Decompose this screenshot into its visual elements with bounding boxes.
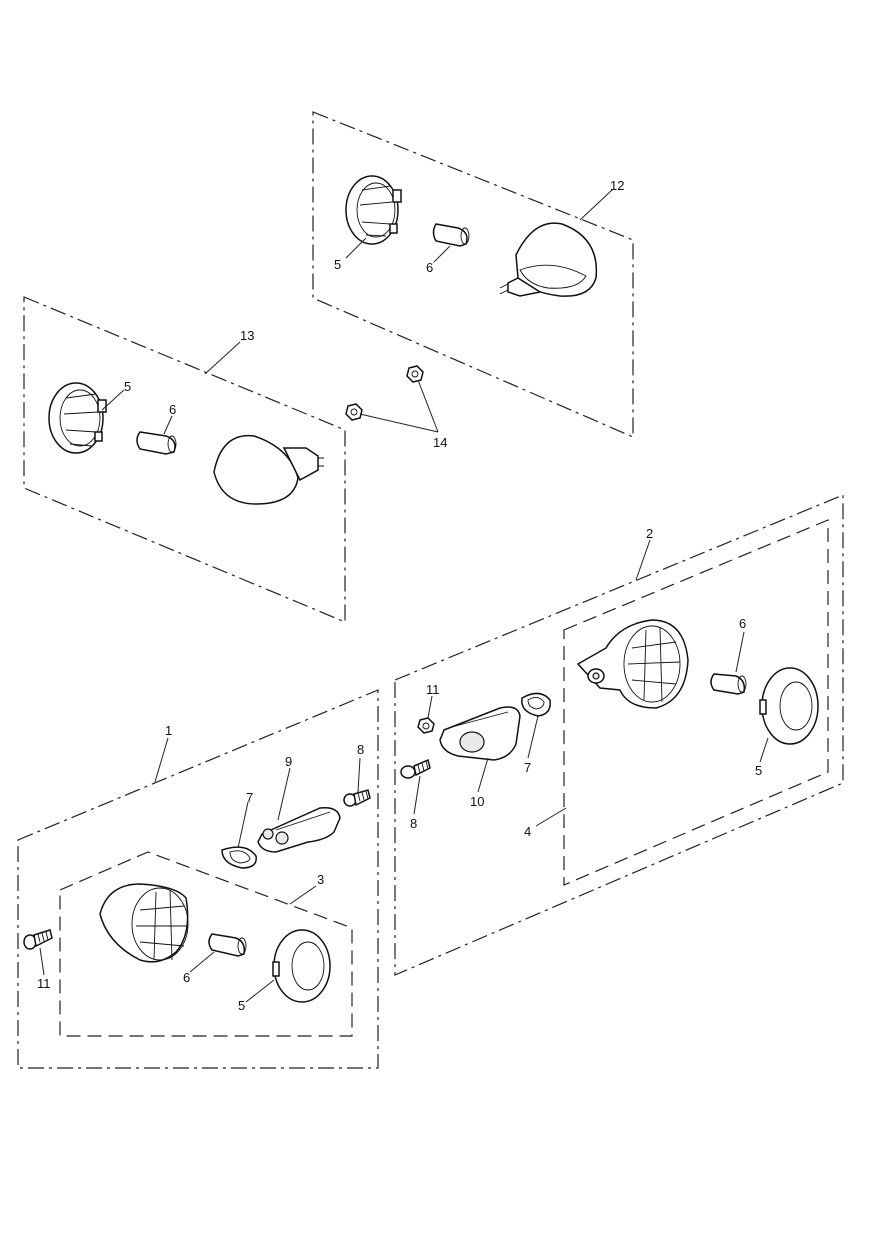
callout-2: 2 (646, 526, 653, 541)
callout-13: 13 (240, 328, 254, 343)
frame-assembly-3 (59, 851, 353, 1037)
callout-12: 12 (610, 178, 624, 193)
callout-9: 9 (285, 754, 292, 769)
callout-5: 5 (334, 257, 341, 272)
nut-icon (417, 717, 435, 734)
assembly-4-parts (576, 619, 819, 745)
lens-rim-icon (48, 382, 107, 454)
callout-5: 5 (124, 379, 131, 394)
nut-icon (345, 403, 363, 421)
screw-icon (400, 758, 431, 779)
callout-14: 14 (433, 435, 447, 450)
callout-11: 11 (426, 682, 440, 697)
callout-6: 6 (183, 970, 190, 985)
callout-4: 4 (524, 824, 531, 839)
lens-rim-icon (345, 175, 402, 245)
indicator-housing-icon (213, 434, 324, 505)
indicator-housing-icon (499, 222, 598, 297)
bracket-icon (439, 706, 521, 761)
indicator-housing-icon (99, 883, 189, 963)
callout-7: 7 (246, 790, 253, 805)
nut-icon (406, 365, 424, 383)
callout-7: 7 (524, 760, 531, 775)
callout-5: 5 (238, 998, 245, 1013)
callout-3: 3 (317, 872, 324, 887)
assembly-2-parts (400, 692, 551, 779)
gasket-icon (521, 692, 551, 717)
assembly-12-parts (345, 175, 598, 297)
callout-8: 8 (410, 816, 417, 831)
callout-6: 6 (739, 616, 746, 631)
frame-assembly-2 (394, 494, 844, 976)
leader-lines (39, 189, 769, 1003)
callout-10: 10 (470, 794, 484, 809)
frame-assembly-4 (563, 519, 829, 886)
lens-cap-icon (272, 929, 331, 1003)
lens-cap-icon (759, 667, 819, 745)
screw-icon (343, 789, 371, 807)
bulb-icon (136, 431, 177, 455)
callout-6: 6 (426, 260, 433, 275)
screw-icon (23, 929, 53, 950)
callout-11: 11 (37, 976, 51, 991)
assembly-13-parts (48, 365, 424, 505)
assembly-1-parts (23, 789, 371, 950)
callout-5: 5 (755, 763, 762, 778)
callout-1: 1 (165, 723, 172, 738)
callout-8: 8 (357, 742, 364, 757)
gasket-icon (221, 846, 257, 869)
indicator-housing-icon (576, 619, 689, 709)
bulb-icon (432, 223, 470, 247)
frame-assembly-13 (23, 296, 346, 623)
bulb-icon (710, 673, 747, 695)
callout-labels: 12 5 6 13 5 6 14 2 6 11 1 9 8 7 5 10 7 8… (37, 178, 762, 1013)
assembly-frames (17, 111, 844, 1069)
callout-6: 6 (169, 402, 176, 417)
bracket-icon (257, 806, 341, 853)
bulb-icon (208, 933, 247, 957)
frame-assembly-1 (17, 689, 379, 1069)
assembly-3-parts (99, 883, 331, 1003)
